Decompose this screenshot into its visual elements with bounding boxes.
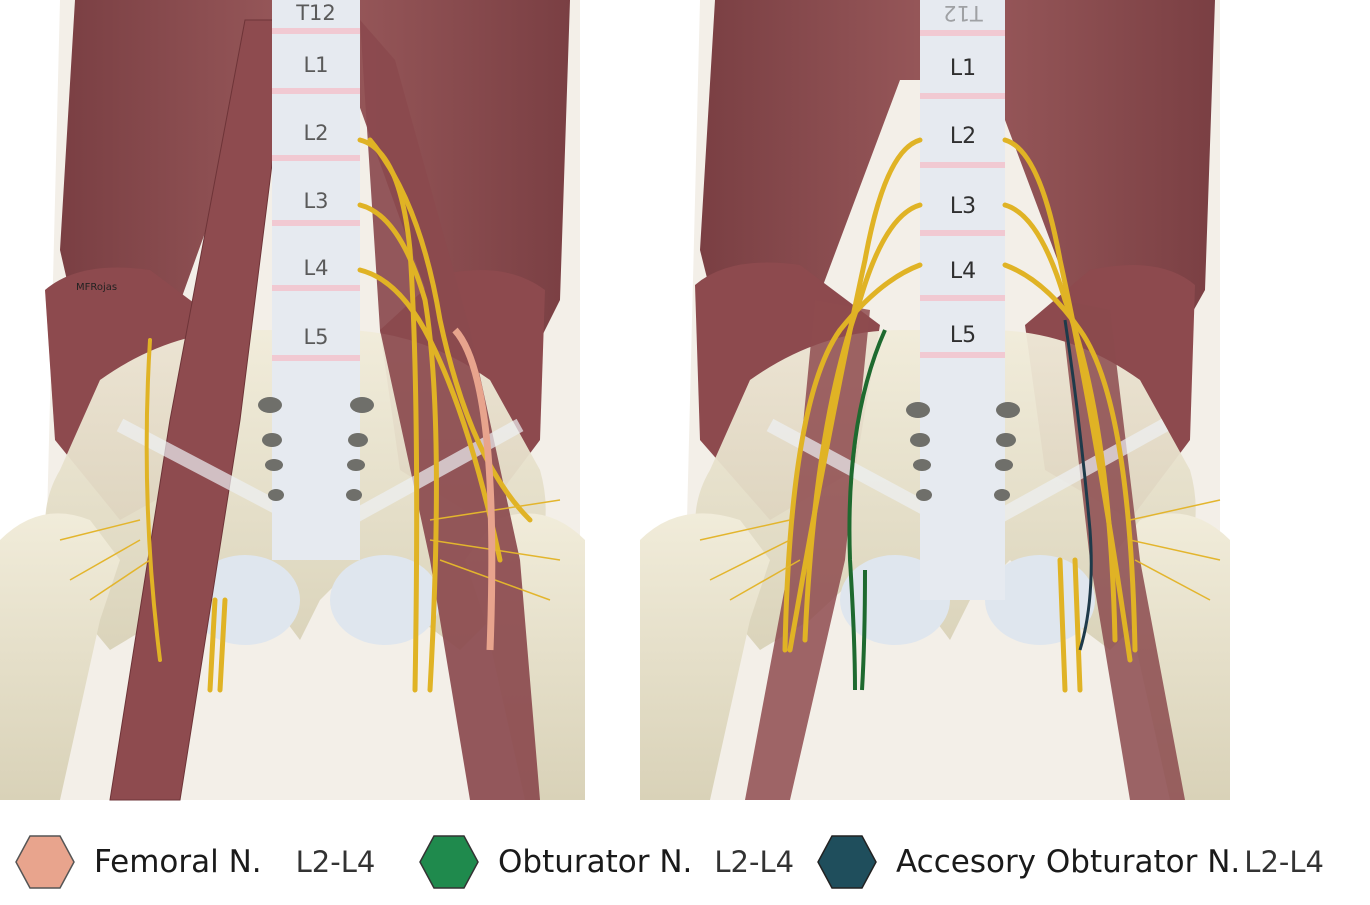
vertebra-label: L2 <box>303 121 328 145</box>
obturator-nerve <box>847 329 887 691</box>
legend-levels: L2-L4 <box>714 845 795 879</box>
legend: Femoral N. L2-L4 Obturator N. L2-L4 Acce… <box>0 820 1370 905</box>
vertebra-label: L5 <box>303 325 328 349</box>
vertebra-label: L3 <box>303 189 328 213</box>
legend-item-obturator: Obturator N. L2-L4 <box>418 832 794 892</box>
vertebra-label: L5 <box>950 323 976 348</box>
legend-label: Femoral N. <box>94 844 262 880</box>
obturator-foramen-left <box>190 555 300 645</box>
legend-levels: L2-L4 <box>1244 845 1324 879</box>
vertebra-label: L1 <box>950 56 976 81</box>
femur-left <box>640 513 770 800</box>
left-lumbar-plexus-illustration: T12 L1 L2 L3 L4 L5 MFRojas <box>0 0 585 801</box>
faded-vertebra-label: T12 <box>943 1 984 25</box>
right-lumbar-plexus-illustration: T12 L1 L2 L3 L4 L5 <box>640 0 1230 800</box>
hexagon-icon <box>419 835 479 889</box>
legend-label: Accesory Obturator N. <box>896 844 1241 880</box>
vertebra-label: L1 <box>303 53 328 77</box>
lumbar-plexus-nerves <box>144 137 533 693</box>
obturator-foramen-right <box>330 555 440 645</box>
legend-item-accessory-obturator: Accesory Obturator N. L2-L4 <box>816 832 1324 892</box>
vertebra-label: L3 <box>950 194 976 219</box>
hexagon-icon <box>15 835 75 889</box>
obturator-foramen-right <box>985 555 1095 645</box>
hexagon-icon <box>817 835 877 889</box>
legend-label: Obturator N. <box>498 844 693 880</box>
lumbar-spine <box>272 0 360 560</box>
author-credit: MFRojas <box>76 282 117 293</box>
vertebra-label: L4 <box>950 259 976 284</box>
femur-left <box>0 513 120 800</box>
vertebra-label: L2 <box>950 124 976 149</box>
lumbar-plexus-nerves <box>782 137 1138 693</box>
right-anatomy-panel: T12 L1 L2 L3 L4 L5 <box>640 0 1230 805</box>
left-anatomy-panel: T12 L1 L2 L3 L4 L5 MFRojas <box>0 0 585 805</box>
vertebra-label: T12 <box>295 1 336 25</box>
vertebra-label: L4 <box>303 256 328 280</box>
accessory-obturator-nerve <box>1063 319 1093 651</box>
legend-levels: L2-L4 <box>295 845 376 879</box>
legend-item-femoral: Femoral N. L2-L4 <box>14 832 375 892</box>
nerve-branches <box>699 499 1221 601</box>
femoral-nerve-left-panel <box>452 327 496 651</box>
